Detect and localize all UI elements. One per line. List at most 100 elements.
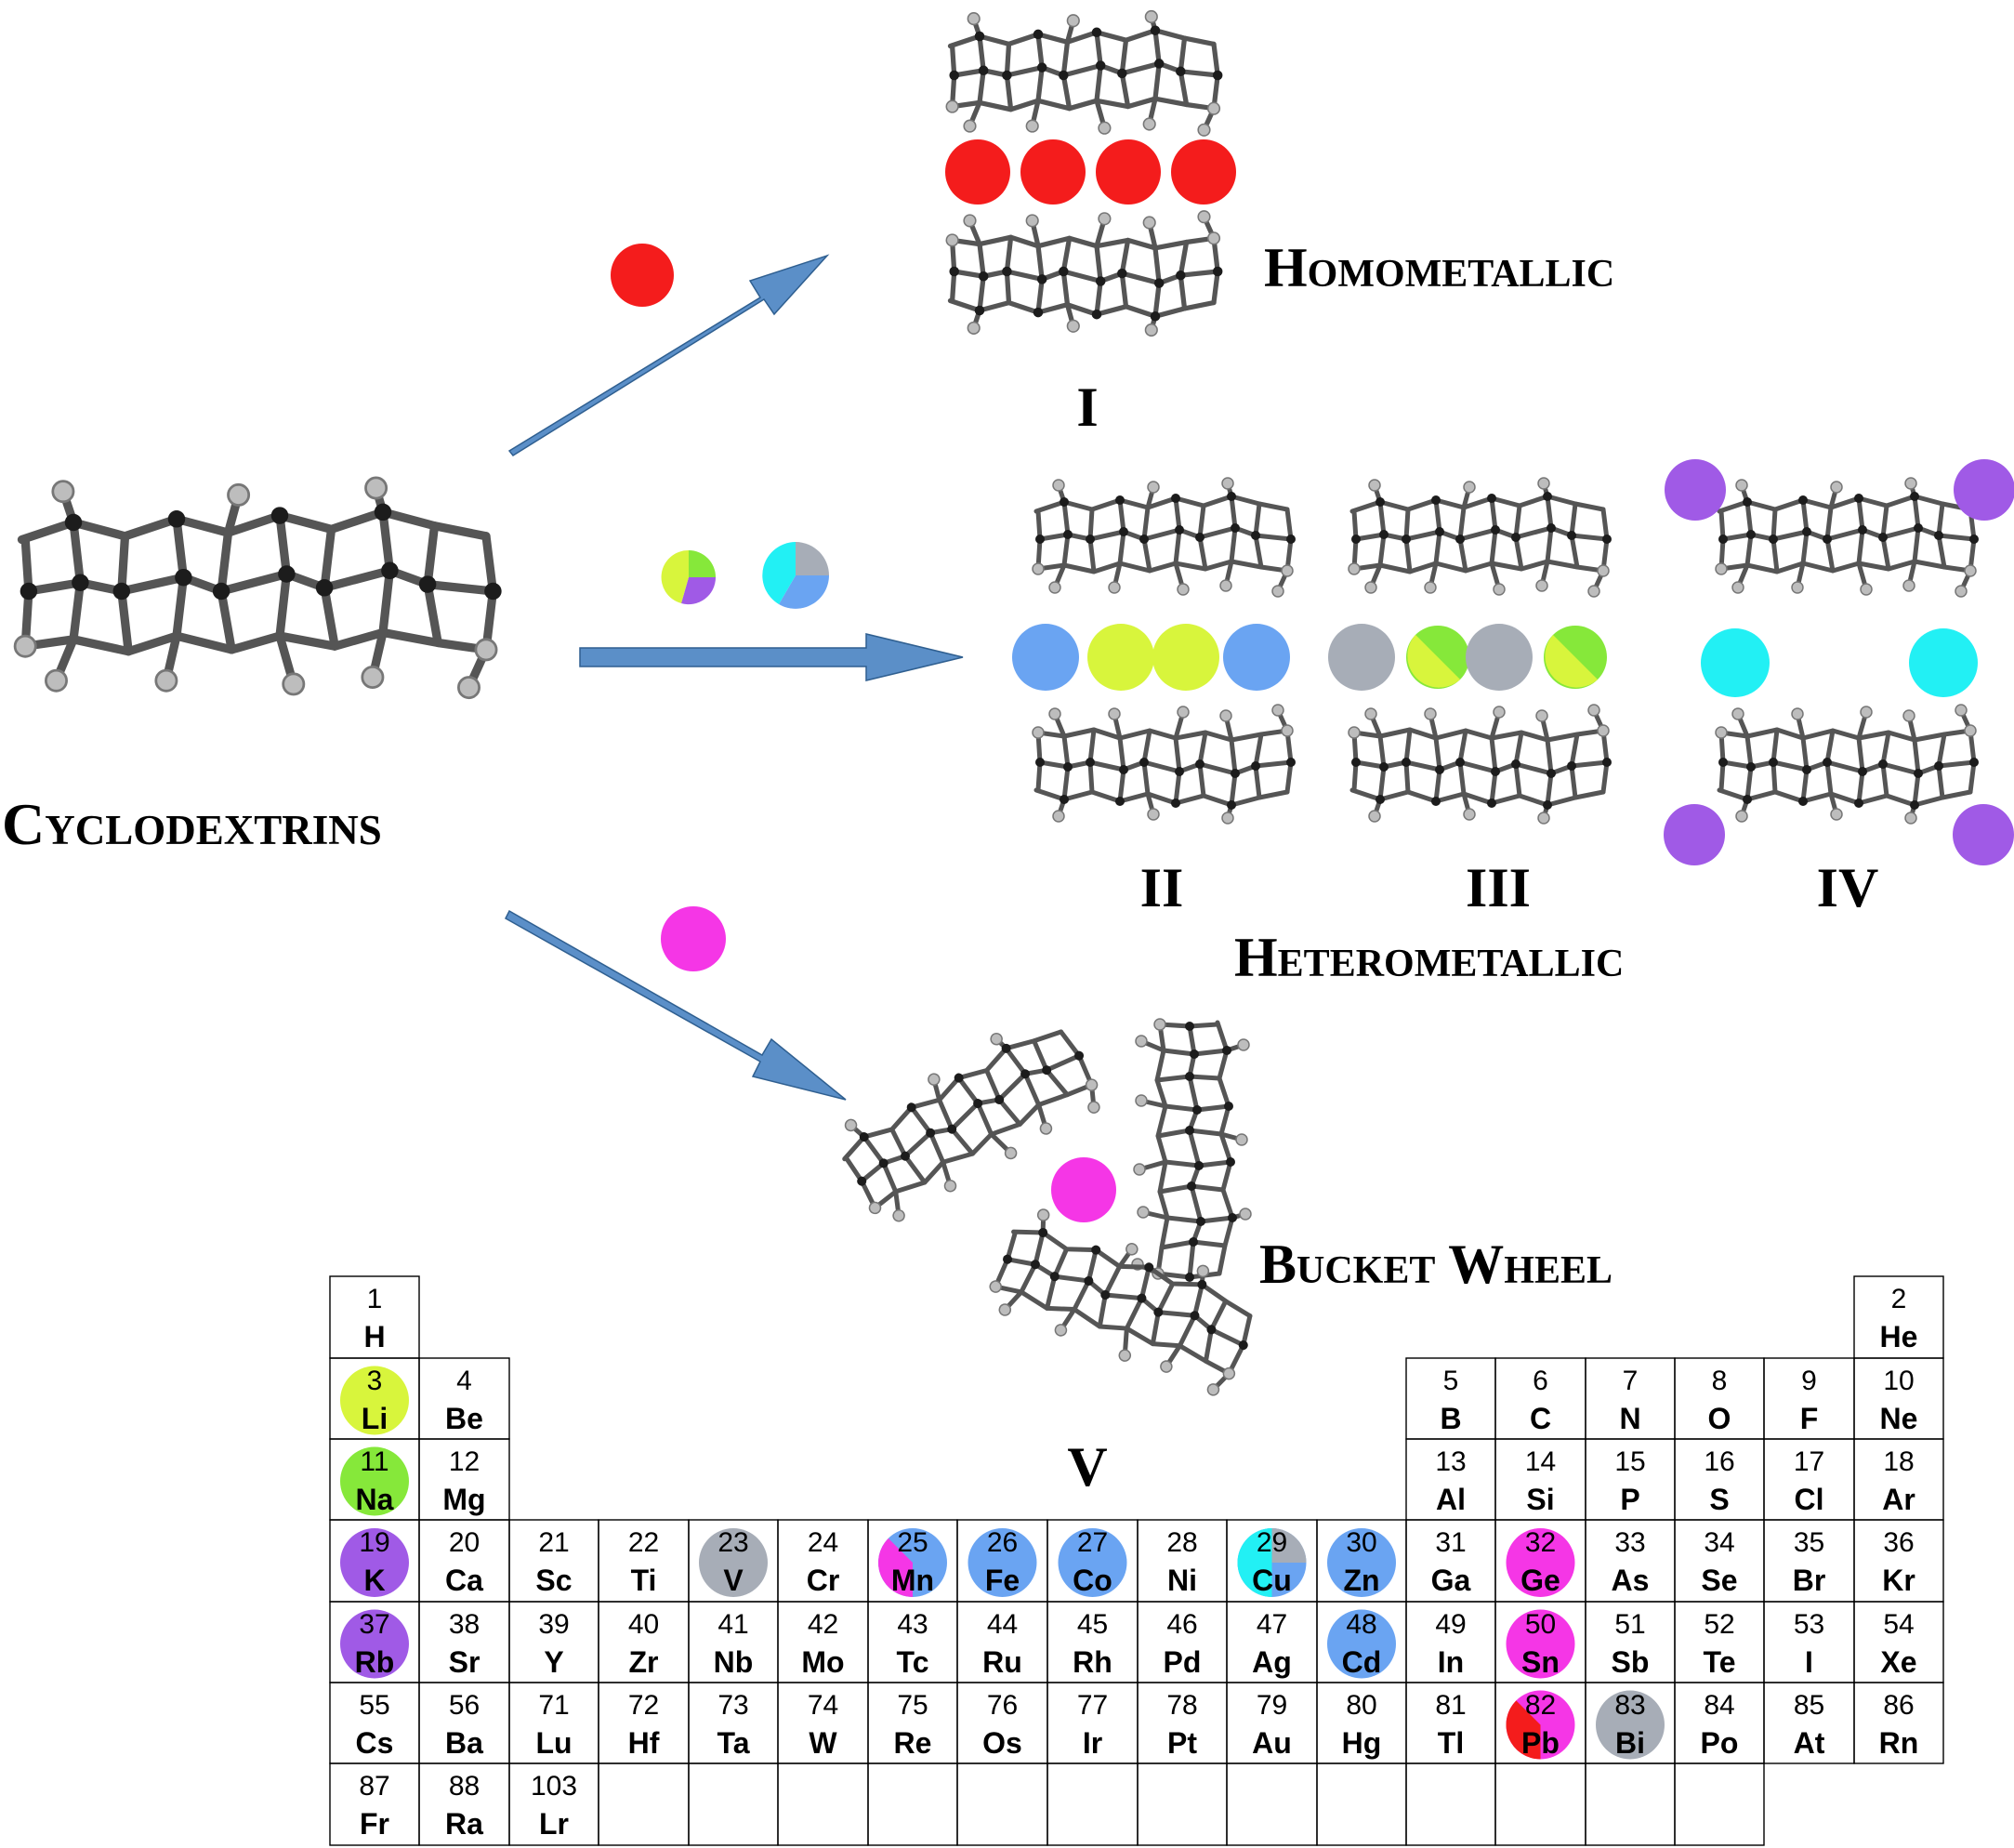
atomic-number: 86 [1883, 1690, 1914, 1721]
metal-marker [878, 1528, 947, 1597]
atomic-number: 87 [359, 1771, 389, 1802]
metal-marker [1506, 1609, 1575, 1679]
atomic-number: 48 [1346, 1609, 1376, 1640]
arrow-to-bucket-wheel [505, 909, 847, 1101]
element-symbol: Hg [1342, 1726, 1382, 1760]
element-symbol: Si [1526, 1483, 1554, 1516]
element-symbol: Zn [1343, 1564, 1379, 1597]
empty-cell [1137, 1762, 1228, 1846]
element-symbol: S [1709, 1483, 1729, 1516]
element-symbol: Lr [539, 1807, 569, 1841]
atomic-number: 3 [367, 1366, 383, 1396]
element-symbol: Se [1701, 1564, 1737, 1597]
atomic-number: 45 [1077, 1609, 1108, 1640]
element-symbol: Na [356, 1483, 394, 1516]
metal-marker [1506, 1690, 1575, 1760]
atomic-number: 2 [1891, 1284, 1907, 1314]
atomic-number: 6 [1533, 1366, 1548, 1396]
element-symbol: Ca [445, 1564, 483, 1597]
atomic-number: 30 [1346, 1527, 1376, 1558]
atomic-number: 44 [987, 1609, 1018, 1640]
element-cell-s: 16S [1674, 1438, 1765, 1521]
element-cell-w: 74W [777, 1682, 869, 1764]
atomic-number: 54 [1883, 1609, 1914, 1640]
element-cell-y: 39Y [508, 1601, 599, 1683]
element-symbol: Po [1701, 1726, 1739, 1760]
element-symbol: Co [1073, 1564, 1112, 1597]
atomic-number: 20 [449, 1527, 480, 1558]
empty-cell [1046, 1762, 1139, 1846]
element-symbol: Ne [1880, 1402, 1918, 1435]
element-symbol: Lu [535, 1726, 572, 1760]
empty-cell [688, 1762, 779, 1846]
atomic-number: 85 [1794, 1690, 1824, 1721]
element-cell-be: 4Be [418, 1357, 510, 1440]
atomic-number: 73 [717, 1690, 748, 1721]
element-symbol: K [363, 1564, 385, 1597]
element-cell-k: 19K [329, 1519, 420, 1603]
element-cell-o: 8O [1674, 1357, 1765, 1440]
element-symbol: B [1440, 1402, 1461, 1435]
metal-marker [340, 1528, 409, 1597]
element-symbol: Cl [1795, 1483, 1824, 1516]
element-symbol: V [723, 1564, 744, 1597]
homometallic-label: Homometallic [1264, 237, 1614, 298]
atomic-number: 50 [1525, 1609, 1556, 1640]
arrow-to-heterometallic [579, 633, 964, 681]
element-cell-he: 2He [1853, 1275, 1944, 1359]
element-cell-c: 6C [1494, 1357, 1586, 1440]
structure-III [1328, 478, 1612, 824]
metal-marker [1596, 1690, 1665, 1760]
structure-II [1012, 478, 1296, 824]
atomic-number: 49 [1435, 1609, 1466, 1640]
atomic-number: 74 [808, 1690, 838, 1721]
element-symbol: Ag [1252, 1645, 1292, 1679]
element-symbol: P [1620, 1483, 1639, 1516]
element-symbol: Be [445, 1402, 483, 1435]
structure-I-label: I [1076, 376, 1098, 438]
atomic-number: 9 [1801, 1366, 1817, 1396]
atomic-number: 35 [1794, 1527, 1824, 1558]
element-symbol: Fr [360, 1807, 389, 1841]
atomic-number: 103 [531, 1771, 577, 1802]
arrow-to-homometallic [507, 254, 830, 456]
element-symbol: Au [1252, 1726, 1292, 1760]
element-symbol: Ti [631, 1564, 657, 1597]
element-symbol: W [809, 1726, 837, 1760]
empty-cell [1405, 1762, 1496, 1846]
element-symbol: Ru [982, 1645, 1022, 1679]
element-cell-li: 3Li [329, 1357, 420, 1440]
atomic-number: 24 [808, 1527, 838, 1558]
atomic-number: 10 [1883, 1366, 1914, 1396]
element-cell-v: 23V [688, 1519, 779, 1603]
empty-cell [598, 1762, 690, 1846]
atomic-number: 40 [628, 1609, 659, 1640]
red-metal-dot [611, 244, 674, 307]
element-symbol: Bi [1615, 1726, 1645, 1760]
atomic-number: 53 [1794, 1609, 1824, 1640]
atomic-number: 16 [1704, 1446, 1734, 1477]
atomic-number: 51 [1614, 1609, 1645, 1640]
atomic-number: 26 [987, 1527, 1018, 1558]
atomic-number: 27 [1077, 1527, 1108, 1558]
atomic-number: 11 [360, 1446, 388, 1477]
atomic-number: 21 [538, 1527, 569, 1558]
element-symbol: Ir [1083, 1726, 1102, 1760]
